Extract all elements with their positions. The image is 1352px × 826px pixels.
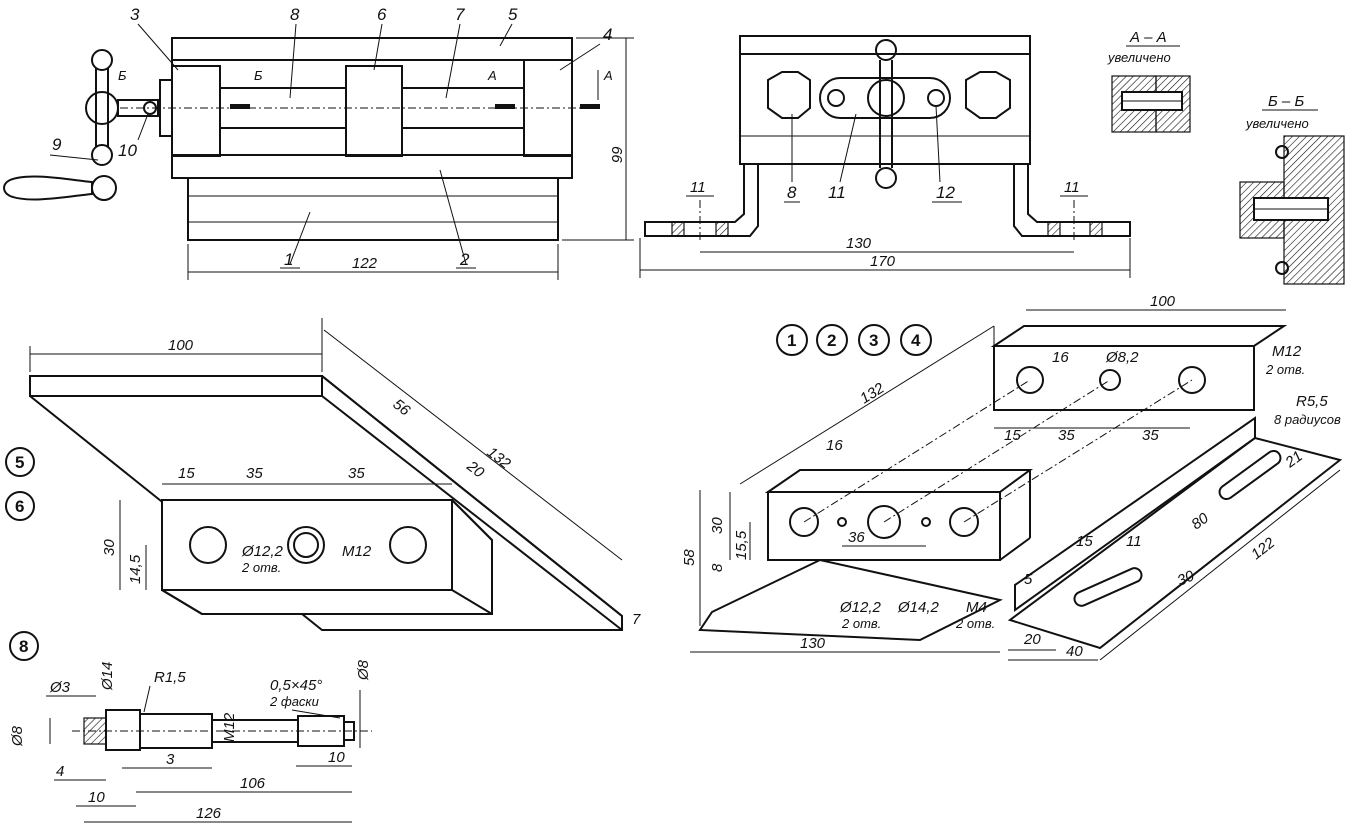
p14-m4: M4	[966, 599, 987, 616]
p8-r15: R1,5	[154, 669, 186, 686]
p14-dim-16a: 16	[1052, 349, 1069, 366]
p14-dim-30: 30	[709, 517, 726, 534]
p8-d10a: 10	[88, 789, 105, 806]
callout-5: 5	[508, 5, 518, 24]
badge-6: 6	[15, 497, 24, 516]
p56-dim-100: 100	[168, 337, 194, 354]
p56-dim-20: 20	[463, 457, 488, 482]
screw-part-8	[72, 709, 372, 751]
section-mark-b-right: Б	[254, 68, 263, 83]
p56-m12: M12	[342, 543, 372, 560]
dim-66: 66	[608, 146, 625, 163]
vise-top-view	[3, 37, 600, 241]
callout-9: 9	[52, 135, 62, 154]
p14-dim-20: 20	[1023, 631, 1041, 648]
vise-base-isometric	[698, 325, 1343, 650]
badge-5: 5	[15, 453, 24, 472]
p14-hole-122: Ø12,2	[839, 599, 882, 616]
front-callout-8: 8	[787, 183, 797, 202]
section-mark-a-left: А	[487, 68, 497, 83]
callout-4: 4	[603, 25, 612, 44]
p56-dim-30: 30	[101, 539, 118, 556]
p56-dim-132: 132	[484, 444, 515, 473]
badge-3: 3	[869, 331, 878, 350]
dim-170: 170	[870, 253, 896, 270]
p14-dim-36: 36	[848, 529, 865, 546]
p56-dim-15: 15	[178, 465, 195, 482]
p8-m12: M12	[221, 712, 238, 742]
p14-r55-note: 8 радиусов	[1274, 412, 1341, 427]
p14-dim-130: 130	[800, 635, 826, 652]
section-aa-title: А – А	[1129, 29, 1167, 46]
p14-dim-132: 132	[857, 379, 888, 407]
section-bb-drawing	[1239, 135, 1345, 285]
section-mark-b-left: Б	[118, 68, 127, 83]
badge-4: 4	[911, 331, 921, 350]
p8-chamfer: 0,5×45°	[270, 677, 322, 694]
p14-hole-122-note: 2 отв.	[841, 616, 881, 631]
p14-dim-40: 40	[1066, 643, 1083, 660]
p14-dim-122: 122	[1248, 534, 1279, 563]
callout-7: 7	[455, 5, 465, 24]
p14-m12: M12	[1272, 343, 1302, 360]
p14-dim-15: 15	[1004, 427, 1021, 444]
p8-d106: 106	[240, 775, 266, 792]
p8-d126: 126	[196, 805, 222, 822]
p14-dim-30b: 30	[1175, 567, 1198, 590]
callout-1: 1	[284, 250, 293, 269]
p14-dim-58: 58	[681, 549, 698, 566]
badge-1: 1	[787, 331, 796, 350]
p8-d3: Ø3	[49, 679, 71, 696]
p14-hole-142: Ø14,2	[897, 599, 940, 616]
p14-dim-8: 8	[709, 563, 726, 572]
p8-d4: 4	[56, 763, 64, 780]
p14-m12-note: 2 отв.	[1265, 362, 1305, 377]
section-bb-subtitle: увеличено	[1245, 116, 1309, 131]
p14-dim-16b: 16	[826, 437, 843, 454]
p8-d8r: Ø8	[355, 659, 372, 681]
dim-11-left: 11	[690, 179, 706, 196]
badge-2: 2	[827, 331, 836, 350]
section-aa-subtitle: увеличено	[1107, 50, 1171, 65]
p14-dim-15b: 15	[1076, 533, 1093, 550]
dim-130: 130	[846, 235, 872, 252]
p56-dim-56: 56	[390, 396, 414, 420]
jaw-plate-isometric	[29, 375, 623, 631]
dim-122: 122	[352, 255, 378, 272]
callout-3: 3	[130, 5, 140, 24]
section-mark-a-right: А	[603, 68, 613, 83]
callout-6: 6	[377, 5, 387, 24]
p56-hole: Ø12,2	[241, 543, 284, 560]
p8-d8l: Ø8	[9, 725, 26, 747]
p14-dim-5: 5	[1024, 571, 1033, 588]
p14-dim-100: 100	[1150, 293, 1176, 310]
p14-m4-note: 2 отв.	[955, 616, 995, 631]
p8-d3b: 3	[166, 751, 175, 768]
p14-r55: R5,5	[1296, 393, 1328, 410]
p56-dim-35a: 35	[246, 465, 263, 482]
section-bb-title: Б – Б	[1268, 93, 1304, 110]
p8-d14: Ø14	[99, 662, 116, 691]
p56-dim-7: 7	[632, 611, 641, 628]
p56-dim-35b: 35	[348, 465, 365, 482]
dim-11-right: 11	[1064, 179, 1080, 196]
p14-dim-11: 11	[1126, 533, 1142, 550]
callout-10: 10	[118, 141, 137, 160]
section-aa-drawing	[1111, 75, 1191, 133]
p14-dim-155: 15,5	[733, 530, 750, 560]
badge-8: 8	[19, 637, 28, 656]
p14-dim-35b: 35	[1142, 427, 1159, 444]
front-callout-11: 11	[828, 183, 846, 202]
front-callout-12: 12	[936, 183, 955, 202]
p14-hole-82: Ø8,2	[1105, 349, 1139, 366]
p14-dim-35a: 35	[1058, 427, 1075, 444]
p8-d10b: 10	[328, 749, 345, 766]
p56-hole-note: 2 отв.	[241, 560, 281, 575]
callout-8: 8	[290, 5, 300, 24]
p8-chamfer-note: 2 фаски	[269, 694, 319, 709]
p56-dim-145: 14,5	[127, 554, 144, 584]
vise-front-view	[644, 35, 1131, 240]
